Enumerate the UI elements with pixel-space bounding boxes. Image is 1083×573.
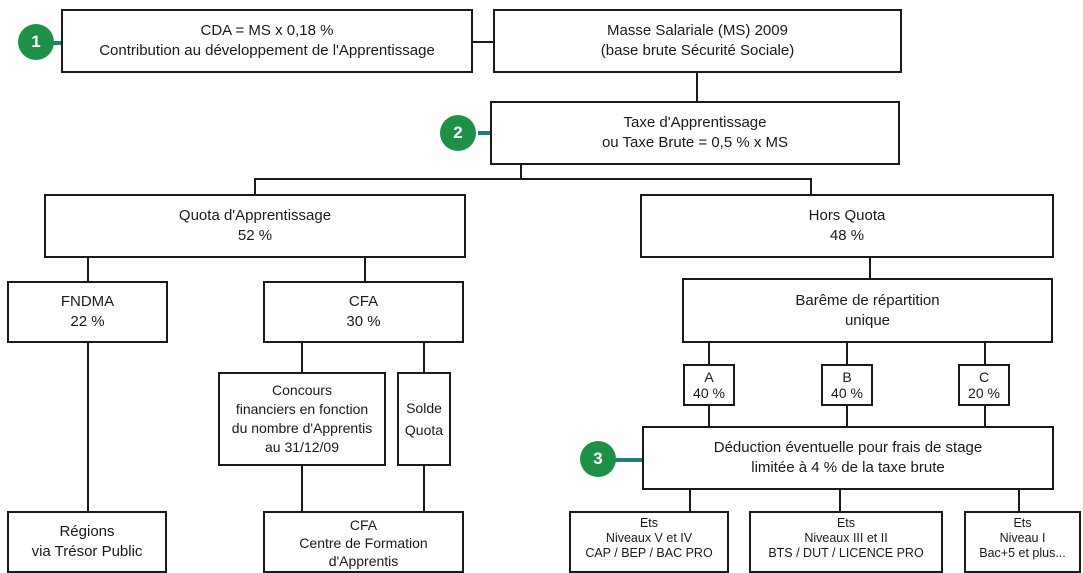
ets-i-diplomas: Bac+5 et plus... (979, 546, 1066, 560)
ets-niveaux-v-iv-box: Ets Niveaux V et IV CAP / BEP / BAC PRO (569, 511, 729, 573)
solde-line-2: Quota (404, 422, 444, 438)
fndma-box: FNDMA 22 % (7, 281, 168, 343)
regions-box: Régions via Trésor Public (7, 511, 167, 573)
ets-i-level: Niveau I (999, 531, 1046, 545)
category-b-label: B (842, 369, 852, 385)
ets-v-levels: Niveaux V et IV (605, 531, 693, 545)
regions-subtitle: via Trésor Public (31, 543, 143, 560)
cfa-percent: 30 % (346, 313, 381, 330)
concours-line-4: au 31/12/09 (265, 439, 339, 455)
category-a-percent: 40 % (693, 385, 725, 401)
connector-hors-bareme (869, 257, 871, 279)
connector-b-deduction (846, 405, 848, 427)
connector-concours-centre (301, 465, 303, 512)
solde-line-1: Solde (406, 400, 442, 416)
ets-v-title: Ets (639, 516, 659, 530)
deduction-line-1: Déduction éventuelle pour frais de stage (713, 439, 983, 456)
connector-deduction-ets-i (1018, 489, 1020, 512)
cda-formula: CDA = MS x 0,18 % (200, 22, 334, 39)
connector-bareme-a (708, 342, 710, 365)
connector-bareme-c (984, 342, 986, 365)
step-badge-1: 1 (18, 24, 54, 60)
fndma-percent: 22 % (70, 313, 105, 330)
hors-quota-box: Hors Quota 48 % (640, 194, 1054, 258)
badge-2-connector (478, 131, 492, 135)
connector-to-quota (254, 178, 256, 195)
connector-cfa-concours (301, 342, 303, 373)
connector-cda-masse (472, 41, 494, 43)
concours-line-3: du nombre d'Apprentis (231, 420, 373, 436)
deduction-line-2: limitée à 4 % de la taxe brute (751, 459, 945, 476)
regions-title: Régions (59, 523, 115, 540)
quota-percent: 52 % (237, 227, 273, 244)
connector-deduction-ets-iii (839, 489, 841, 512)
category-b-box: B 40 % (821, 364, 873, 406)
connector-a-deduction (708, 405, 710, 427)
step-badge-3: 3 (580, 441, 616, 477)
badge-1-connector (48, 41, 62, 45)
connector-masse-taxe (696, 72, 698, 102)
ets-i-title: Ets (1013, 516, 1032, 530)
solde-quota-box: Solde Quota (397, 372, 451, 466)
connector-cfa-solde (423, 342, 425, 373)
hors-percent: 48 % (829, 227, 865, 244)
category-c-box: C 20 % (958, 364, 1010, 406)
concours-line-1: Concours (272, 382, 332, 398)
badge-3-connector (614, 458, 644, 462)
taxe-apprentissage-box: Taxe d'Apprentissage ou Taxe Brute = 0,5… (490, 101, 900, 165)
connector-to-hors (810, 178, 812, 195)
bareme-title: Barême de répartition (795, 291, 940, 309)
connector-quota-cfa (364, 257, 366, 282)
bareme-subtitle: unique (844, 311, 891, 329)
ets-niveau-i-box: Ets Niveau I Bac+5 et plus... (964, 511, 1081, 573)
category-c-label: C (978, 369, 990, 385)
cfa-centre-line-2: Centre de Formation (299, 535, 428, 551)
bareme-box: Barême de répartition unique (682, 278, 1053, 343)
deduction-box: Déduction éventuelle pour frais de stage… (642, 426, 1054, 490)
cfa-title: CFA (348, 293, 379, 310)
cfa-centre-box: CFA Centre de Formation d'Apprentis (263, 511, 464, 573)
connector-solde-centre (423, 465, 425, 512)
concours-line-2: financiers en fonction (235, 401, 369, 417)
ets-iii-levels: Niveaux III et II (804, 531, 888, 545)
masse-subtitle: (base brute Sécurité Sociale) (600, 42, 795, 59)
ets-iii-title: Ets (836, 516, 856, 530)
concours-box: Concours financiers en fonction du nombr… (218, 372, 386, 466)
connector-taxe-hbar (254, 178, 811, 180)
cda-description: Contribution au développement de l'Appre… (99, 42, 435, 59)
connector-c-deduction (984, 405, 986, 427)
connector-fndma-regions (87, 342, 89, 512)
taxe-formula: ou Taxe Brute = 0,5 % x MS (601, 134, 789, 151)
category-a-box: A 40 % (683, 364, 735, 406)
cfa-box: CFA 30 % (263, 281, 464, 343)
cda-box: CDA = MS x 0,18 % Contribution au dévelo… (61, 9, 473, 73)
ets-niveaux-iii-ii-box: Ets Niveaux III et II BTS / DUT / LICENC… (749, 511, 943, 573)
ets-v-diplomas: CAP / BEP / BAC PRO (585, 546, 713, 560)
quota-box: Quota d'Apprentissage 52 % (44, 194, 466, 258)
connector-bareme-b (846, 342, 848, 365)
hors-title: Hors Quota (808, 207, 886, 224)
step-badge-2: 2 (440, 115, 476, 151)
masse-salariale-box: Masse Salariale (MS) 2009 (base brute Sé… (493, 9, 902, 73)
fndma-title: FNDMA (60, 293, 115, 310)
cfa-centre-line-3: d'Apprentis (328, 553, 399, 569)
masse-title: Masse Salariale (MS) 2009 (607, 22, 788, 39)
category-c-percent: 20 % (968, 385, 1000, 401)
connector-quota-fndma (87, 257, 89, 282)
ets-iii-diplomas: BTS / DUT / LICENCE PRO (768, 546, 924, 560)
connector-deduction-ets-v (689, 489, 691, 512)
category-a-label: A (704, 369, 714, 385)
connector-taxe-down (520, 164, 522, 179)
cfa-centre-title: CFA (349, 517, 378, 533)
quota-title: Quota d'Apprentissage (178, 207, 332, 224)
category-b-percent: 40 % (831, 385, 863, 401)
taxe-title: Taxe d'Apprentissage (623, 114, 767, 131)
